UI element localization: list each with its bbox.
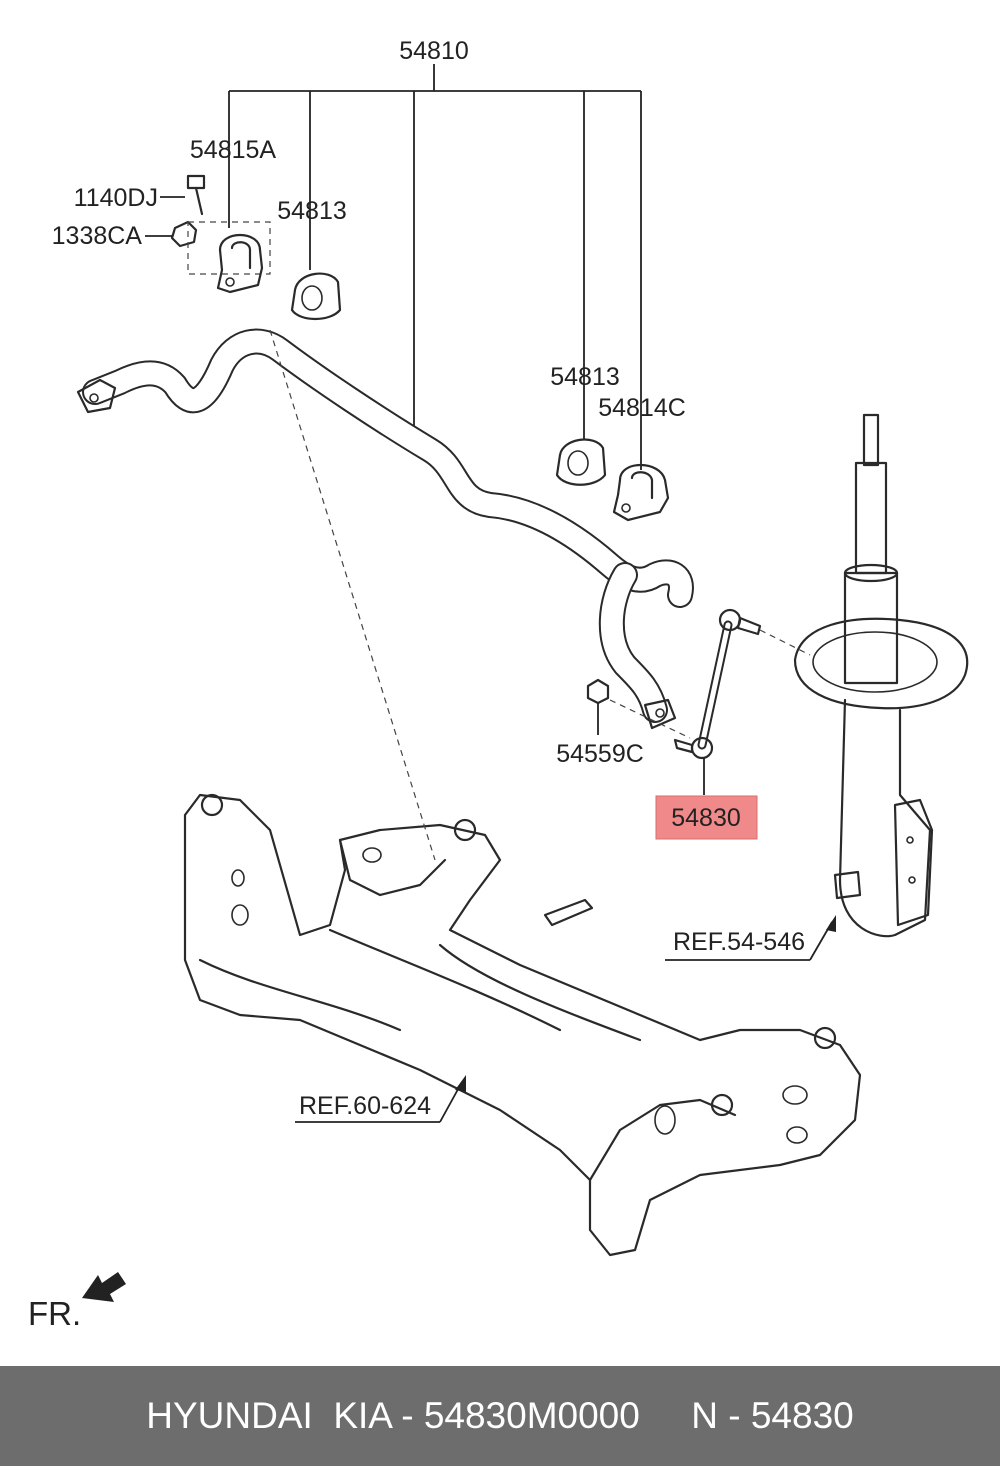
label-link[interactable]: 54830 [671,804,741,832]
bracket-left-icon [187,221,271,294]
bolt-icon [160,174,206,216]
highlight-box [655,795,758,840]
parts-diagram: 54810 54815A 1140DJ 1338CA 54813 54813 5… [28,37,969,1332]
footer-bar: HYUNDAI KIA - 54830M0000 N - 54830 [0,1366,1000,1466]
assembly-leader-tree [228,64,642,470]
label-bolt[interactable]: 1140DJ [74,184,158,212]
label-front: FR. [28,1295,81,1332]
subframe-icon [183,329,862,1257]
footer-text: HYUNDAI KIA - 54830M0000 N - 54830 [146,1395,854,1436]
stabilizer-link-icon [673,608,811,795]
ref-strut-leader [665,915,836,961]
label-bracket-a[interactable]: 54815A [190,136,277,164]
stabilizer-bar [76,328,694,730]
label-ref-subframe[interactable]: REF.60-624 [299,1092,431,1120]
lower-nut-icon [586,678,691,739]
label-assembly[interactable]: 54810 [399,37,469,65]
bushing-left-icon [290,272,342,321]
label-lower-nut[interactable]: 54559C [556,740,644,768]
label-bushing-left[interactable]: 54813 [277,197,347,225]
bracket-right-icon [612,464,670,522]
bushing-right-icon [555,438,607,486]
ref-subframe-leader [295,1075,466,1123]
label-ref-strut[interactable]: REF.54-546 [673,928,805,956]
label-bracket-c[interactable]: 54814C [598,394,686,422]
strut-icon [793,413,969,938]
label-bushing-right[interactable]: 54813 [550,363,620,391]
label-nut[interactable]: 1338CA [52,222,143,250]
front-arrow-icon [82,1272,126,1302]
